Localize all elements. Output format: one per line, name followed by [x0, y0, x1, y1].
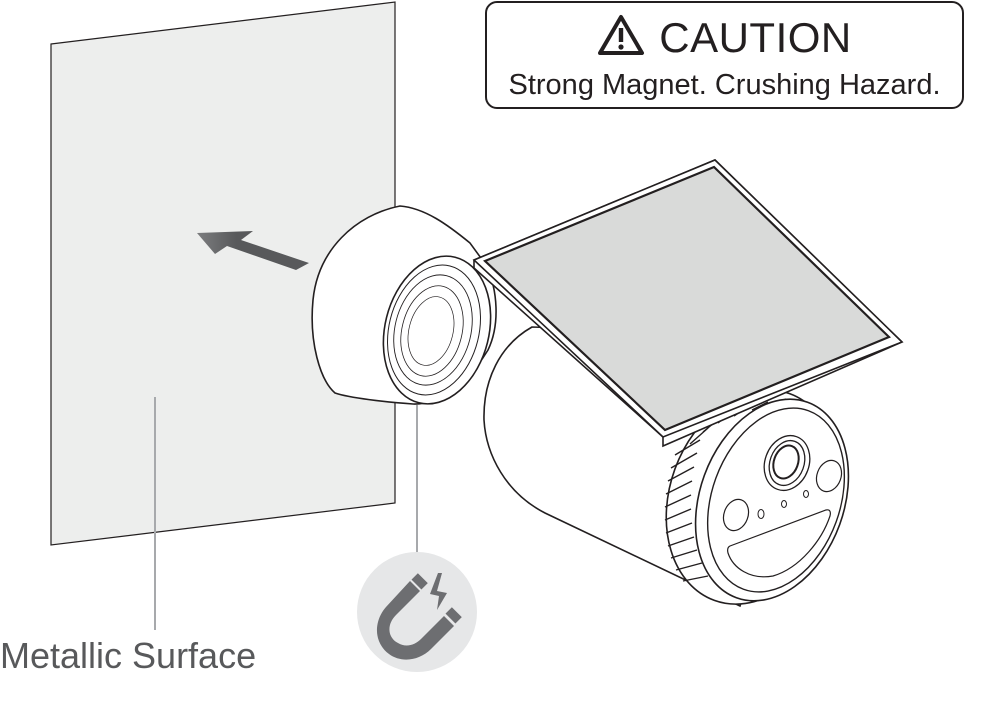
magnet-icon	[376, 573, 462, 660]
caution-message: Strong Magnet. Crushing Hazard.	[508, 69, 941, 101]
caution-title-text: CAUTION	[659, 14, 852, 61]
mount-direction-arrow-icon	[197, 231, 309, 270]
magnetic-mount	[311, 205, 497, 405]
metallic-surface	[50, 1, 396, 546]
metallic-surface-label: Metallic Surface	[0, 635, 257, 676]
camera-front-ring	[664, 389, 850, 605]
caution-label: CAUTION Strong Magnet. Crushing Hazard.	[485, 1, 964, 109]
warning-triangle-icon	[597, 14, 645, 67]
magnet-badge	[357, 552, 477, 672]
caution-title: CAUTION	[487, 13, 962, 67]
solar-panel	[472, 159, 904, 448]
